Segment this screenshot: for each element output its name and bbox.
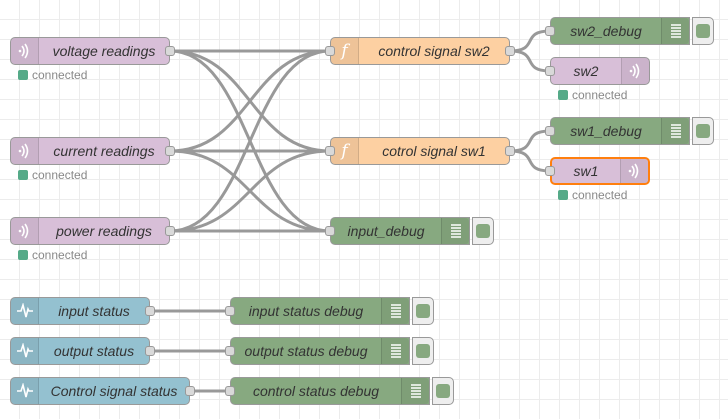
node-label: input_debug bbox=[347, 223, 425, 239]
node-sw1-debug[interactable]: sw1_debug bbox=[545, 117, 690, 145]
node-status-sw2: connected bbox=[558, 88, 627, 102]
debug-toggle-button[interactable] bbox=[692, 17, 714, 45]
input-port[interactable] bbox=[545, 166, 555, 176]
node-voltage-readings[interactable]: voltage readings bbox=[10, 37, 175, 65]
node-label: sw1_debug bbox=[570, 123, 642, 139]
wire[interactable] bbox=[169, 49, 331, 153]
node-status-voltage: connected bbox=[18, 68, 87, 82]
node-input-status-debug[interactable]: input status debug bbox=[225, 297, 410, 325]
debug-bars-icon bbox=[401, 378, 429, 404]
node-label: output status bbox=[53, 343, 135, 359]
mqtt-broadcast-icon bbox=[621, 58, 649, 84]
status-dot-icon bbox=[18, 170, 28, 180]
function-f-icon: f bbox=[331, 138, 359, 164]
output-port[interactable] bbox=[185, 386, 195, 396]
wire[interactable] bbox=[169, 49, 331, 233]
node-label: sw2 bbox=[573, 63, 599, 79]
input-port[interactable] bbox=[225, 346, 235, 356]
debug-bars-icon bbox=[441, 218, 469, 244]
wire[interactable] bbox=[169, 49, 331, 233]
node-status-sw1: connected bbox=[558, 188, 627, 202]
node-label: sw1 bbox=[573, 163, 599, 179]
node-label: input status debug bbox=[248, 303, 364, 319]
node-label: control signal sw2 bbox=[378, 43, 490, 59]
mqtt-broadcast-icon bbox=[11, 138, 39, 164]
status-dot-icon bbox=[18, 70, 28, 80]
node-power-readings[interactable]: power readings bbox=[10, 217, 175, 245]
mqtt-broadcast-icon bbox=[620, 159, 648, 183]
node-current-readings[interactable]: current readings bbox=[10, 137, 175, 165]
node-output-status[interactable]: output status bbox=[10, 337, 155, 365]
debug-bars-icon bbox=[661, 18, 689, 44]
status-dot-icon bbox=[558, 90, 568, 100]
wire[interactable] bbox=[509, 149, 551, 173]
input-port[interactable] bbox=[325, 46, 335, 56]
debug-toggle-button[interactable] bbox=[432, 377, 454, 405]
mqtt-broadcast-icon bbox=[11, 218, 39, 244]
status-dot-icon bbox=[18, 250, 28, 260]
pulse-icon bbox=[11, 338, 39, 364]
debug-bars-icon bbox=[661, 118, 689, 144]
pulse-icon bbox=[11, 378, 39, 404]
input-port[interactable] bbox=[545, 126, 555, 136]
node-status-current: connected bbox=[18, 168, 87, 182]
node-control-signal-sw2[interactable]: f control signal sw2 bbox=[325, 37, 515, 65]
debug-toggle-button[interactable] bbox=[692, 117, 714, 145]
node-label: output status debug bbox=[244, 343, 368, 359]
output-port[interactable] bbox=[505, 146, 515, 156]
input-port[interactable] bbox=[225, 386, 235, 396]
wire[interactable] bbox=[509, 129, 551, 153]
function-f-icon: f bbox=[331, 38, 359, 64]
debug-toggle-button[interactable] bbox=[472, 217, 494, 245]
node-label: control status debug bbox=[252, 383, 380, 399]
node-label: cotrol signal sw1 bbox=[382, 143, 486, 159]
output-port[interactable] bbox=[165, 226, 175, 236]
wire[interactable] bbox=[169, 49, 331, 153]
node-label: Control signal status bbox=[50, 383, 178, 399]
output-port[interactable] bbox=[145, 306, 155, 316]
node-cotrol-signal-sw1[interactable]: f cotrol signal sw1 bbox=[325, 137, 515, 165]
wire[interactable] bbox=[169, 149, 331, 233]
node-control-status-debug[interactable]: control status debug bbox=[225, 377, 430, 405]
input-port[interactable] bbox=[545, 66, 555, 76]
output-port[interactable] bbox=[165, 46, 175, 56]
node-control-signal-status[interactable]: Control signal status bbox=[10, 377, 195, 405]
node-sw2[interactable]: sw2 bbox=[545, 57, 650, 85]
node-label: sw2_debug bbox=[570, 23, 642, 39]
input-port[interactable] bbox=[325, 226, 335, 236]
node-label: voltage readings bbox=[52, 43, 156, 59]
node-sw2-debug[interactable]: sw2_debug bbox=[545, 17, 690, 45]
node-input-debug[interactable]: input_debug bbox=[325, 217, 470, 245]
node-output-status-debug[interactable]: output status debug bbox=[225, 337, 410, 365]
debug-bars-icon bbox=[381, 298, 409, 324]
wire[interactable] bbox=[509, 49, 551, 73]
wire[interactable] bbox=[169, 149, 331, 233]
node-status-power: connected bbox=[18, 248, 87, 262]
debug-bars-icon bbox=[381, 338, 409, 364]
wire[interactable] bbox=[509, 29, 551, 53]
output-port[interactable] bbox=[505, 46, 515, 56]
node-sw1[interactable]: sw1 bbox=[545, 157, 650, 185]
node-label: current readings bbox=[53, 143, 155, 159]
input-port[interactable] bbox=[545, 26, 555, 36]
mqtt-broadcast-icon bbox=[11, 38, 39, 64]
pulse-icon bbox=[11, 298, 39, 324]
node-label: power readings bbox=[56, 223, 152, 239]
status-dot-icon bbox=[558, 190, 568, 200]
debug-toggle-button[interactable] bbox=[412, 297, 434, 325]
node-input-status[interactable]: input status bbox=[10, 297, 155, 325]
node-label: input status bbox=[58, 303, 130, 319]
input-port[interactable] bbox=[225, 306, 235, 316]
output-port[interactable] bbox=[165, 146, 175, 156]
input-port[interactable] bbox=[325, 146, 335, 156]
debug-toggle-button[interactable] bbox=[412, 337, 434, 365]
output-port[interactable] bbox=[145, 346, 155, 356]
